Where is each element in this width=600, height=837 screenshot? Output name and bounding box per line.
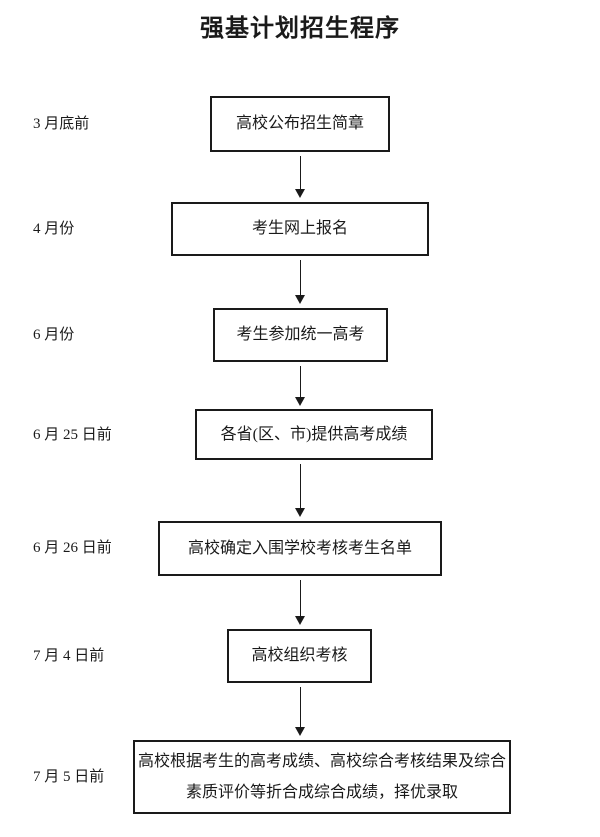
arrow-down-icon: [295, 464, 306, 517]
step-date-2: 4 月份: [33, 221, 75, 237]
flow-step-box-4: 各省(区、市)提供高考成绩: [195, 409, 433, 460]
flow-step-box-2: 考生网上报名: [171, 202, 429, 256]
arrow-down-icon: [295, 366, 306, 406]
arrow-down-icon: [295, 156, 306, 198]
flow-step-box-3: 考生参加统一高考: [213, 308, 388, 362]
step-date-6: 7 月 4 日前: [33, 648, 105, 664]
step-date-7: 7 月 5 日前: [33, 769, 105, 785]
step-date-4: 6 月 25 日前: [33, 427, 112, 443]
flow-step-box-1: 高校公布招生简章: [210, 96, 390, 152]
flow-step-box-6: 高校组织考核: [227, 629, 372, 683]
page-title: 强基计划招生程序: [200, 15, 400, 42]
arrow-down-icon: [295, 580, 306, 625]
flow-step-box-5: 高校确定入围学校考核考生名单: [158, 521, 442, 576]
arrow-down-icon: [295, 260, 306, 304]
arrow-down-icon: [295, 687, 306, 736]
step-date-3: 6 月份: [33, 327, 75, 343]
step-date-1: 3 月底前: [33, 116, 90, 132]
step-date-5: 6 月 26 日前: [33, 540, 112, 556]
flow-step-box-7: 高校根据考生的高考成绩、高校综合考核结果及综合素质评价等折合成综合成绩，择优录取: [133, 740, 511, 814]
